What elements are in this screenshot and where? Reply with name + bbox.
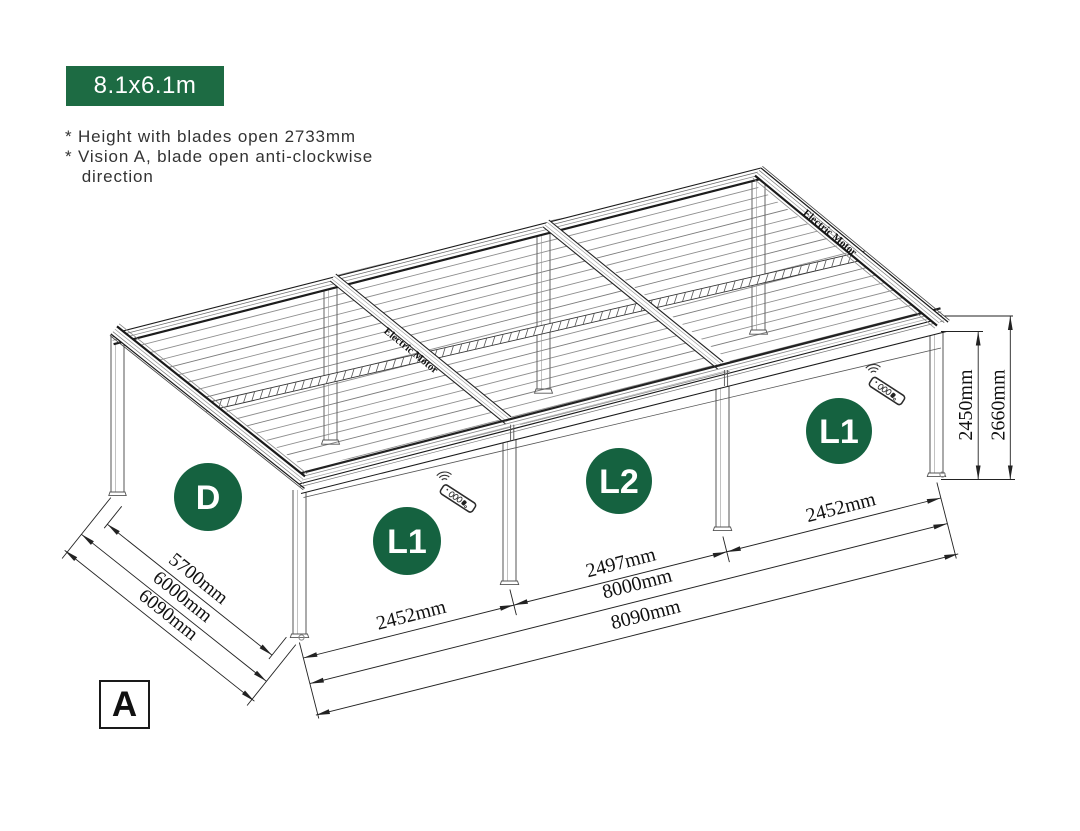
svg-text:2660mm: 2660mm [987,369,1009,441]
svg-text:L1: L1 [819,413,859,451]
svg-text:2452mm: 2452mm [804,488,879,527]
svg-text:L2: L2 [599,463,639,501]
svg-text:L1: L1 [387,523,427,561]
svg-text:2450mm: 2450mm [955,369,977,441]
svg-text:2452mm: 2452mm [374,596,449,635]
svg-text:D: D [196,479,221,517]
svg-text:8090mm: 8090mm [609,595,684,634]
